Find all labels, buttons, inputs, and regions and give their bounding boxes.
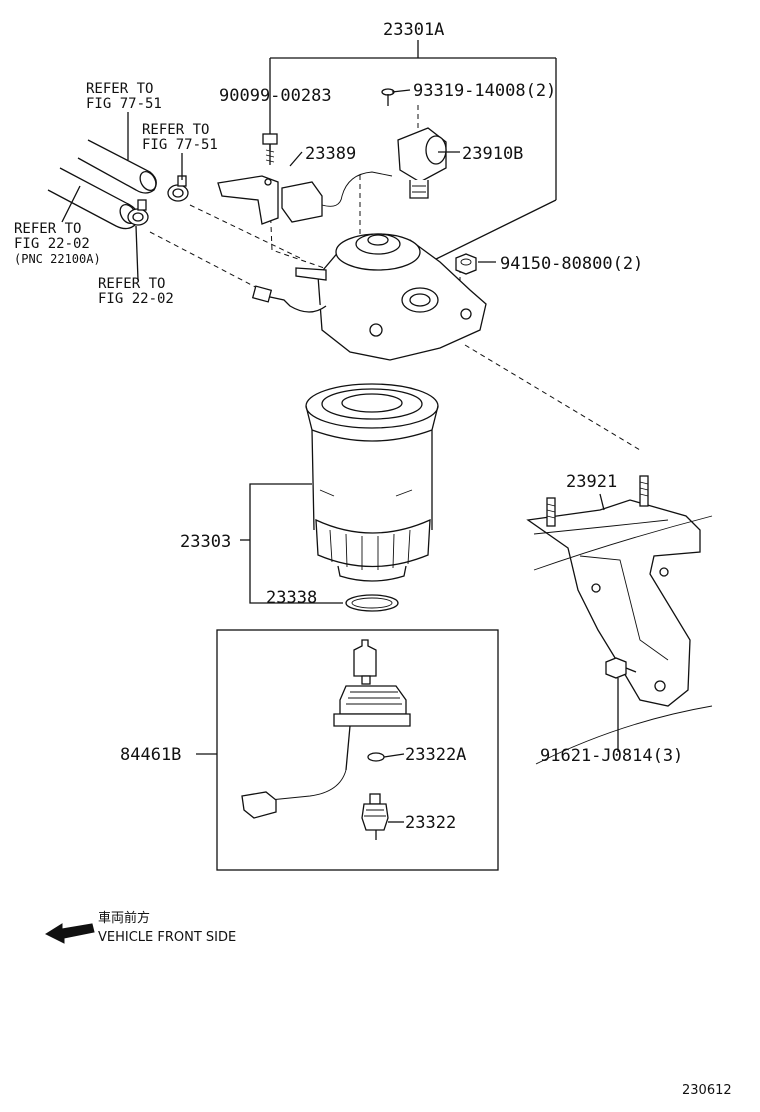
label-23921: 23921 [566, 472, 617, 492]
legend-jp-text: 車両前方 [98, 910, 150, 926]
label-23303: 23303 [180, 532, 231, 552]
ref-note-1-line1: REFER TO [86, 81, 153, 97]
label-23322A: 23322A [405, 745, 466, 765]
assembly-bracket-23301A [269, 40, 557, 263]
diagram-code: 230612 [682, 1083, 732, 1098]
label-93319-14008: 93319-14008(2) [413, 81, 556, 101]
label-23322: 23322 [405, 813, 456, 833]
label-94150-80800: 94150-80800(2) [500, 254, 643, 274]
drain-plug-23322 [361, 793, 389, 840]
label-91621-J0814: 91621-J0814(3) [540, 746, 683, 766]
gasket-23322A [367, 752, 385, 762]
hose-clamp-lower [127, 199, 149, 226]
sensor-23910B [397, 127, 447, 199]
screw-93319-14008 [381, 88, 395, 106]
ref-note-4-line1: REFER TO [98, 276, 165, 292]
filter-head-housing [251, 233, 487, 361]
kit-box-84461B [216, 629, 499, 871]
ref-note-2-line1: REFER TO [142, 122, 209, 138]
ref-note-3-line2: FIG 22-02 [14, 236, 90, 252]
label-23338: 23338 [266, 588, 317, 608]
left-arrow-icon [44, 923, 95, 944]
nut-94150-80800 [455, 253, 477, 275]
bracket-23921 [526, 475, 713, 765]
ref-note-4-line2: FIG 22-02 [98, 291, 174, 307]
label-23389: 23389 [305, 144, 356, 164]
bracket-23389 [217, 171, 393, 225]
label-90099-00283: 90099-00283 [219, 86, 332, 106]
label-84461B: 84461B [120, 745, 181, 765]
label-23910B: 23910B [462, 144, 523, 164]
hose-clamp-upper [167, 175, 189, 202]
ref-note-1-line2: FIG 77-51 [86, 96, 162, 112]
ref-note-3-line3: (PNC 22100A) [14, 252, 101, 266]
legend-en-text: VEHICLE FRONT SIDE [98, 930, 236, 945]
bolt-90099-00283 [262, 133, 278, 165]
label-23301A: 23301A [383, 20, 444, 40]
fuel-filter-23303 [305, 383, 439, 582]
vehicle-front-legend: 車両前方 VEHICLE FRONT SIDE [44, 910, 236, 945]
ref-note-3-line1: REFER TO [14, 221, 81, 237]
water-sensor-84461B [241, 639, 411, 819]
bolt-91621-J0814 [605, 657, 637, 752]
o-ring-23338 [345, 594, 399, 612]
ref-note-2-line2: FIG 77-51 [142, 137, 218, 153]
